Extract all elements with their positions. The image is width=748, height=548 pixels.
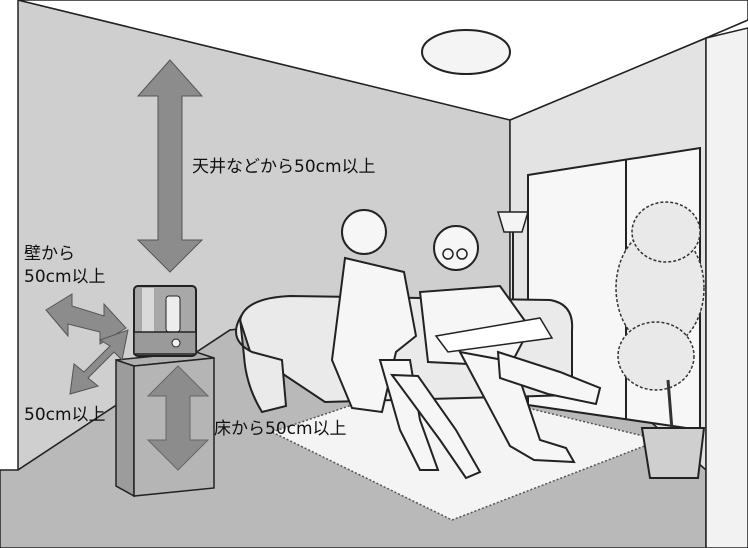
floor-lamp-shade — [498, 212, 528, 232]
ceiling-light — [422, 30, 510, 74]
wall-clearance-label-line2: 50cm以上 — [24, 267, 106, 287]
humidifier — [134, 286, 196, 356]
pedestal-front — [116, 360, 134, 496]
side-clearance-label: 50cm以上 — [24, 405, 106, 425]
ceiling-clearance-label: 天井などから50cm以上 — [192, 157, 376, 177]
wall-clearance-label-line1: 壁から — [24, 244, 75, 264]
right-pillar — [706, 28, 748, 548]
floor-clearance-label: 床から50cm以上 — [214, 419, 347, 439]
